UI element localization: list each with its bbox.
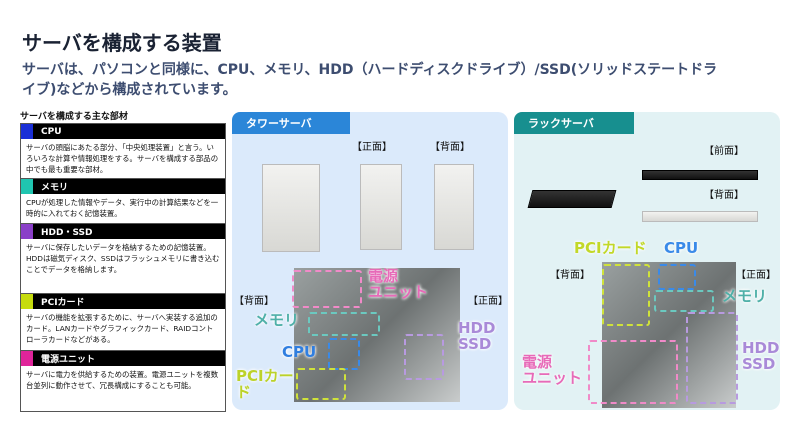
tower-hdd-callout: HDD SSD [458,319,496,353]
parts-heading: サーバを構成する主な部材 [20,112,128,122]
part-header-hdd-ssd: HDD・SSD [21,224,225,239]
rack-interior-front-label: 【正面】 [736,270,776,281]
pci-highlight [296,368,346,400]
tower-interior-front-label: 【正面】 [468,296,508,307]
part-desc-memory: CPUが処理した情報やデータ、実行中の計算結果などを一時的に入れておく記憶装置。 [21,194,225,224]
rack-front-label: 【前面】 [704,146,744,157]
part-name: HDD・SSD [41,228,93,238]
pci-highlight [602,264,650,326]
tower-back-label: 【背面】 [430,142,470,153]
rack-tab: ラックサーバ [514,112,634,134]
cpu-highlight [658,264,696,290]
tower-cpu-callout: CPU [282,343,317,361]
tower-server-panel: タワーサーバ 【正面】 【背面】 【背面】 【正面】 電源 ユニット メモリ C… [232,112,508,410]
page-title: サーバを構成する装置 [22,31,222,55]
part-name: メモリ [41,183,69,193]
rack-hdd-callout: HDD SSD [742,339,780,373]
rack-memory-callout: メモリ [722,287,768,305]
subtitle-line2: イブ)などから構成されています。 [22,82,237,98]
part-name: CPU [41,126,62,137]
part-header-pci: PCIカード [21,294,225,309]
subtitle-line1: サーバは、パソコンと同様に、CPU、メモリ、HDD（ハードディスクドライブ）/S… [22,62,718,78]
rack-front-photo [642,170,758,180]
tower-server-photo [262,164,320,252]
rack-interior-back-label: 【背面】 [550,270,590,281]
tower-front-photo [360,164,402,250]
rack-back-photo [642,211,758,222]
parts-table: CPU サーバの頭脳にあたる部分、「中央処理装置」と言う。いろいろな計算や情報処… [20,123,226,412]
cpu-highlight [328,338,360,370]
memory-highlight [308,312,380,336]
rack-back-label: 【背面】 [704,190,744,201]
part-header-power: 電源ユニット [21,351,225,366]
rack-cpu-callout: CPU [664,239,699,257]
part-header-memory: メモリ [21,179,225,194]
rack-interior-photo [602,262,736,408]
part-name: 電源ユニット [41,355,96,365]
part-name: PCIカード [41,298,85,308]
part-desc-pci: サーバの機能を拡張するために、サーバへ実装する追加のカード。LANカードやグラフ… [21,309,225,351]
tower-front-label: 【正面】 [352,142,392,153]
rack-power-callout: 電源 ユニット [522,353,583,387]
tower-power-callout: 電源 ユニット [368,267,429,301]
part-header-cpu: CPU [21,124,225,139]
part-desc-power: サーバに電力を供給するための装置。電源ユニットを複数台並列に動作させて、冗長構成… [26,370,219,390]
tower-pci-callout: PCIカー ド [236,367,294,401]
power-highlight [292,270,362,308]
tower-memory-callout: メモリ [254,311,300,329]
part-desc-hdd-ssd: サーバに保存したいデータを格納するための記憶装置。HDDは磁気ディスク、SSDは… [21,239,225,294]
tower-back-photo [434,164,474,250]
memory-highlight [654,290,714,312]
power-highlight [588,340,678,404]
part-desc-cpu: サーバの頭脳にあたる部分、「中央処理装置」と言う。いろいろな計算や情報処理をする… [21,139,225,179]
tower-tab: タワーサーバ [232,112,350,134]
rack-server-panel: ラックサーバ 【前面】 【背面】 【背面】 【正面】 PCIカード CPU メモ… [514,112,780,410]
hdd-highlight [686,312,738,404]
rack-server-photo [527,190,617,208]
hdd-highlight [404,334,444,380]
tower-interior-back-label: 【背面】 [234,296,274,307]
rack-pci-callout: PCIカード [574,239,647,257]
